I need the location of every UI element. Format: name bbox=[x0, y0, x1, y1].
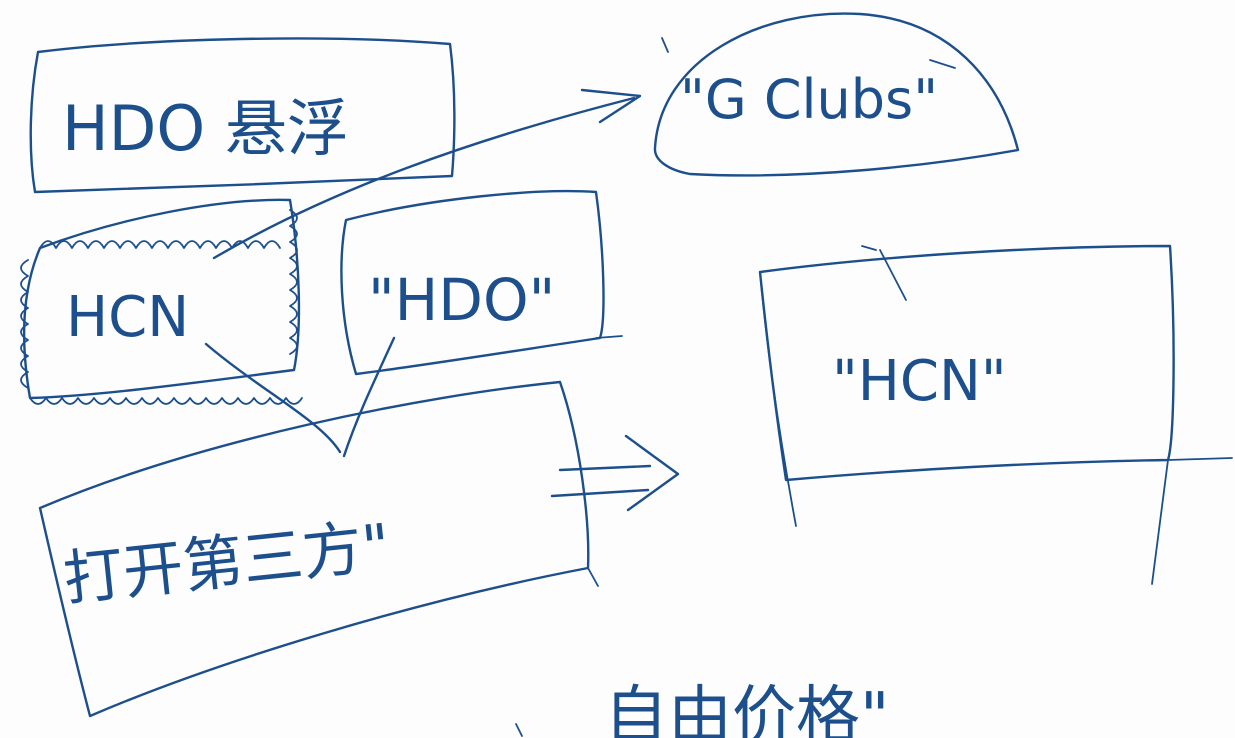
gclubs-label: "G Clubs" bbox=[680, 68, 938, 131]
node-hdo-box: HDO 悬浮 bbox=[29, 37, 456, 194]
node-gclubs-cloud: "G Clubs" bbox=[653, 12, 1020, 177]
edge-bottom-to-hcn bbox=[550, 434, 680, 512]
hcn-right-label: "HCN" bbox=[832, 349, 1007, 414]
bottom-box-label: 打开第三方" bbox=[60, 511, 393, 615]
edge-hcn-to-gclubs bbox=[212, 88, 642, 260]
node-hcn-right-box: "HCN" bbox=[758, 244, 1233, 585]
edge-hcn-to-bottom bbox=[204, 342, 342, 454]
node-bottom-partial: 自由价格" bbox=[515, 680, 889, 738]
hcn-coil-label: HCN bbox=[66, 285, 189, 350]
hdo-box-label: HDO 悬浮 bbox=[62, 92, 349, 165]
hdo-quote-label: "HDO" bbox=[368, 266, 555, 334]
node-hcn-coil-box: HCN bbox=[20, 198, 303, 405]
node-bottom-box: 打开第三方" bbox=[38, 380, 599, 718]
node-hdo-quote-box: "HDO" bbox=[340, 189, 623, 376]
edge-hdo-to-bottom bbox=[342, 336, 396, 458]
bottom-partial-label: 自由价格" bbox=[604, 680, 889, 738]
